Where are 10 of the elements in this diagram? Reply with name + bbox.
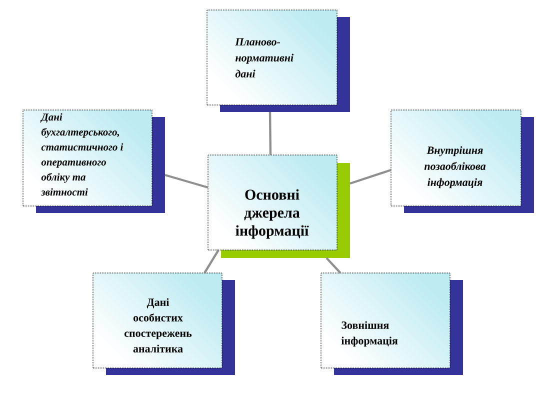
info-box: Планово-нормативні дані [206,10,350,112]
info-box: Зовнішня інформація [320,272,463,375]
hub-box: Основні джерела інформації [208,154,350,258]
info-box: Дані особистих спостережень аналітика [92,272,235,375]
info-box: Дані бухгалтерського, статистичного і оперативного обліку та звітності [22,110,165,213]
connector-line [268,112,272,156]
connector-line [326,257,342,274]
connector-line [350,168,392,185]
info-box: Внутрішня позаоблікова інформація [390,110,534,213]
connector-line [164,174,208,189]
